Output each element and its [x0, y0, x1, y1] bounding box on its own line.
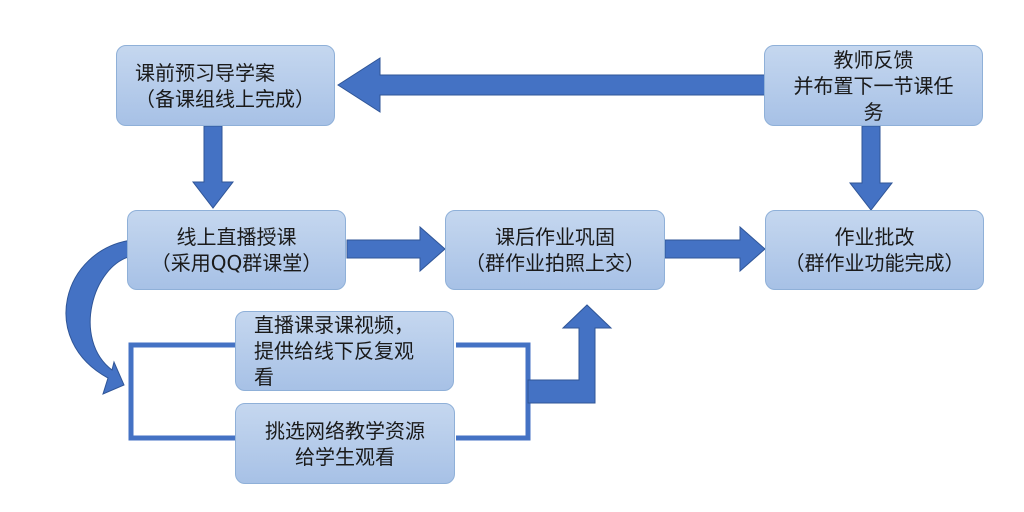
node-homework-line2: （群作业拍照上交）: [465, 251, 645, 275]
node-grading: 作业批改 （群作业功能完成）: [765, 210, 984, 290]
node-recording-line1: 直播课录课视频，: [254, 313, 414, 337]
node-grading-line1: 作业批改: [834, 225, 915, 249]
arrow-homework-to-grading: [664, 225, 766, 273]
node-homework: 课后作业巩固 （群作业拍照上交）: [445, 210, 665, 290]
node-live-line1: 线上直播授课: [176, 225, 297, 249]
node-recording-line3: 看: [254, 365, 274, 389]
node-live-line2: （采用QQ群课堂）: [150, 251, 323, 275]
node-homework-line1: 课后作业巩固: [495, 225, 615, 249]
node-feedback-line3: 务: [863, 99, 884, 124]
arrow-feedback-to-preview: [337, 57, 766, 113]
arrow-bracket-to-homework: [527, 304, 613, 404]
node-live: 线上直播授课 （采用QQ群课堂）: [127, 210, 346, 290]
node-preview: 课前预习导学案 （备课组线上完成）: [116, 45, 335, 126]
node-feedback-line2: 并布置下一节课任: [793, 73, 954, 98]
arrow-preview-to-live: [191, 125, 235, 209]
curved-arrow-live-to-bracket: [65, 239, 133, 395]
node-recording-line2: 提供给线下反复观: [254, 339, 414, 363]
node-resources-line1: 挑选网络教学资源: [265, 418, 425, 443]
arrow-live-to-homework: [346, 225, 446, 273]
node-resources: 挑选网络教学资源 给学生观看: [235, 403, 455, 484]
node-grading-line2: （群作业功能完成）: [784, 251, 965, 275]
node-feedback: 教师反馈 并布置下一节课任 务: [764, 45, 983, 126]
node-recording: 直播课录课视频， 提供给线下反复观 看: [235, 311, 454, 391]
node-preview-line2: （备课组线上完成）: [135, 86, 315, 111]
node-preview-line1: 课前预习导学案: [135, 60, 275, 85]
node-feedback-line1: 教师反馈: [833, 47, 914, 72]
arrow-feedback-to-grading: [848, 125, 894, 211]
node-resources-line2: 给学生观看: [295, 444, 395, 469]
